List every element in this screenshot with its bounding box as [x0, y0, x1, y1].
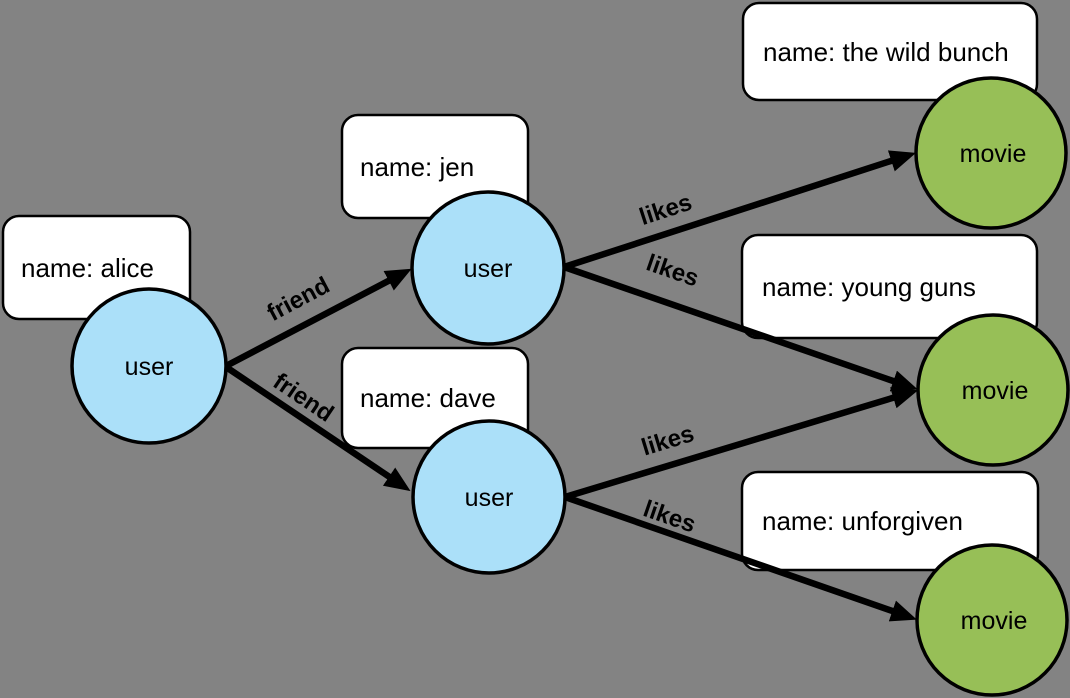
node-circle[interactable]: [915, 543, 1069, 697]
property-box-wild-bunch[interactable]: name: the wild bunch: [741, 1, 1039, 102]
edge-line[interactable]: [562, 263, 918, 392]
property-box-rect[interactable]: [740, 233, 1039, 340]
node-circle[interactable]: [916, 313, 1070, 467]
node-user-alice[interactable]: user: [70, 287, 228, 445]
node-circle[interactable]: [70, 287, 228, 445]
node-label: movie: [960, 140, 1027, 168]
node-circle[interactable]: [914, 76, 1068, 230]
node-circle[interactable]: [411, 419, 567, 575]
property-box-unforgiven[interactable]: name: unforgiven: [740, 470, 1040, 572]
node-label: user: [465, 484, 514, 512]
node-movie-unforgiven[interactable]: movie: [915, 543, 1069, 697]
node-movie-wild-bunch[interactable]: movie: [914, 76, 1068, 230]
property-text-dave: name: dave: [360, 383, 496, 413]
property-text-alice: name: alice: [21, 253, 154, 283]
node-label: movie: [961, 607, 1028, 635]
node-label: user: [464, 255, 513, 283]
node-user-dave[interactable]: user: [411, 419, 567, 575]
node-user-jen[interactable]: user: [410, 190, 566, 346]
node-circle[interactable]: [410, 190, 566, 346]
property-text-jen: name: jen: [360, 152, 474, 182]
property-box-rect[interactable]: [740, 470, 1040, 572]
property-box-jen[interactable]: name: jen: [340, 113, 530, 220]
property-box-young-guns[interactable]: name: young guns: [740, 233, 1039, 340]
property-box-rect[interactable]: [741, 1, 1039, 102]
node-label: movie: [962, 377, 1029, 405]
edge-line[interactable]: [564, 387, 919, 501]
edge-line[interactable]: [562, 150, 917, 271]
edge-line[interactable]: [224, 268, 412, 369]
property-text-young-guns: name: young guns: [762, 272, 976, 302]
edge-line[interactable]: [563, 493, 917, 622]
property-text-wild-bunch: name: the wild bunch: [763, 37, 1009, 67]
node-label: user: [125, 353, 174, 381]
edge-line[interactable]: [224, 364, 411, 492]
node-movie-young-guns[interactable]: movie: [916, 313, 1070, 467]
property-text-unforgiven: name: unforgiven: [762, 506, 963, 536]
